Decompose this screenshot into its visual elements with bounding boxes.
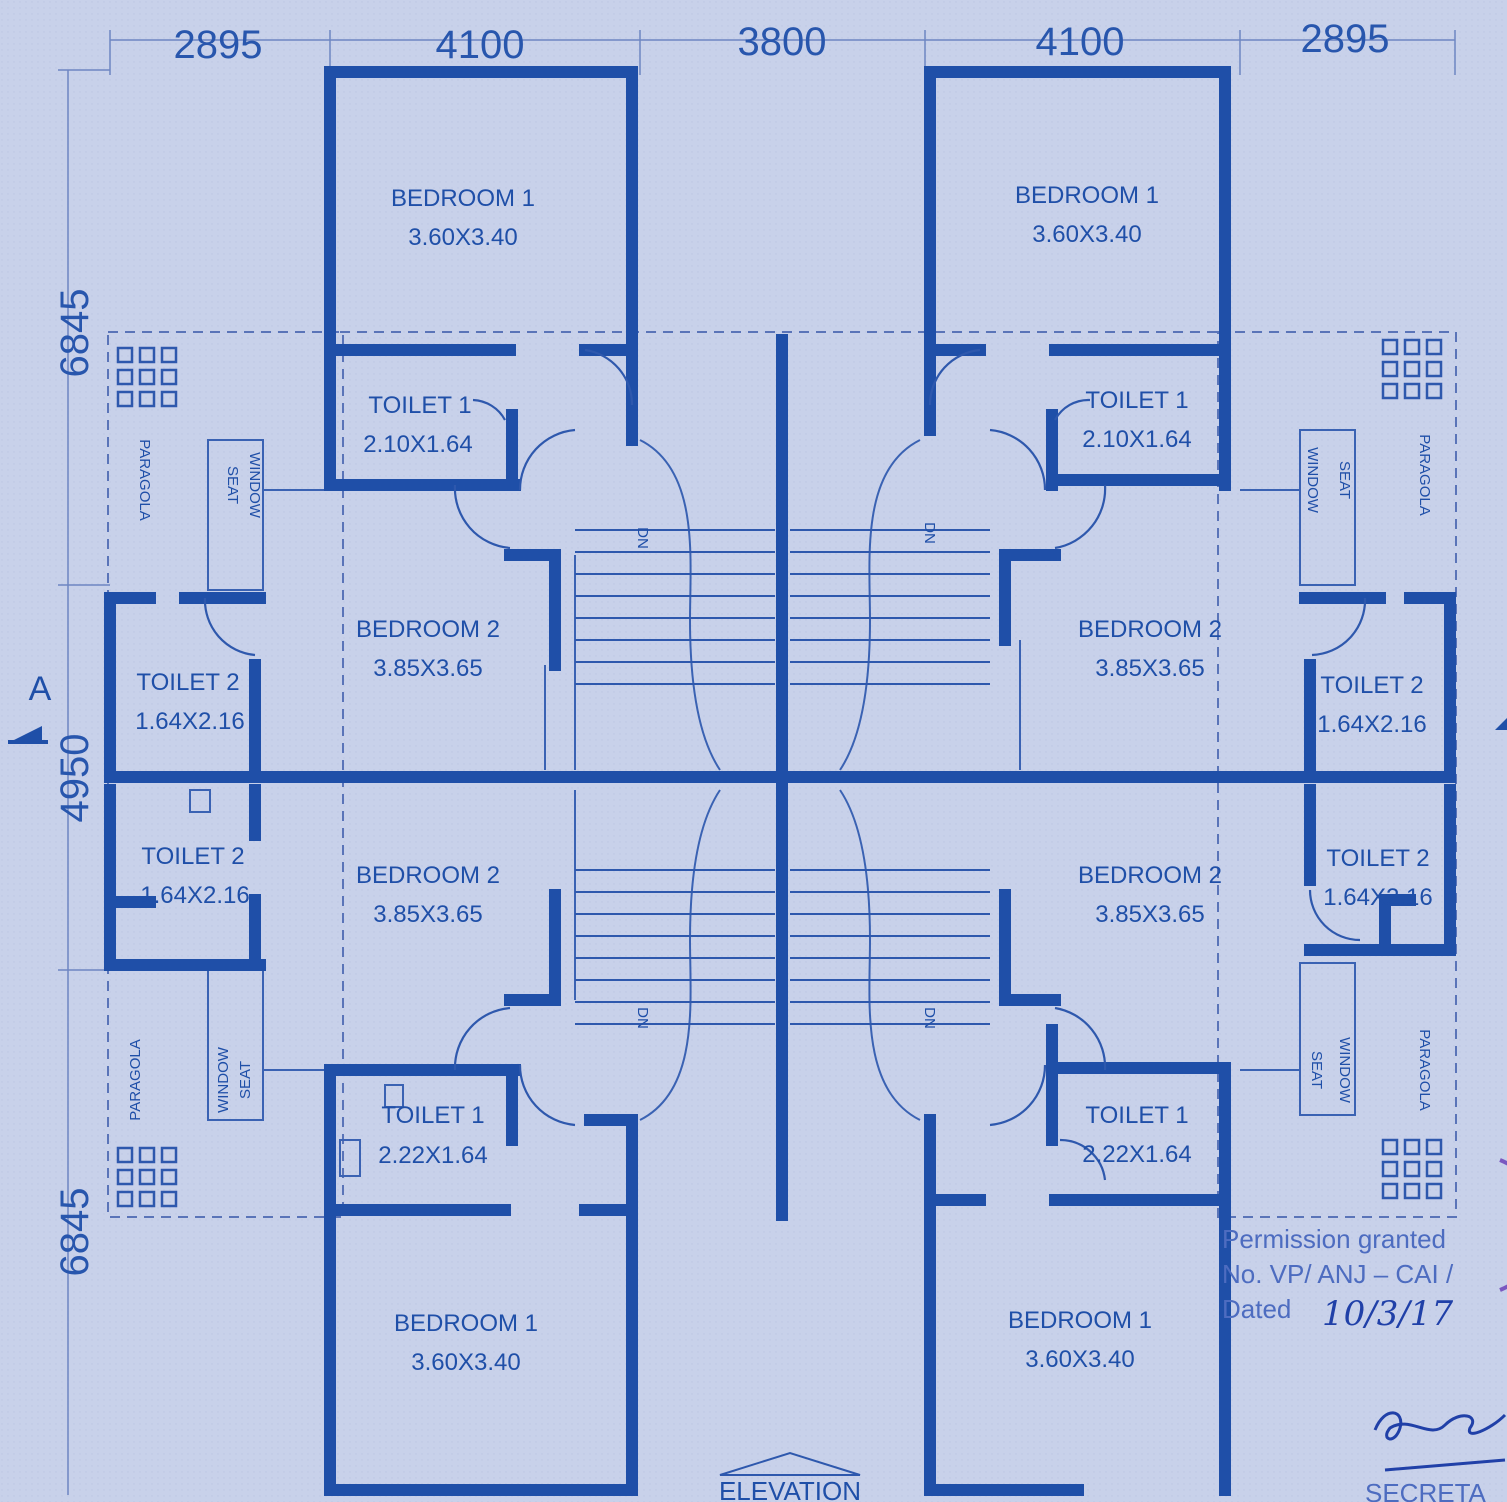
room-size-sw-bedroom2: 3.85X3.65	[373, 901, 482, 928]
room-name-sw-bedroom1: BEDROOM 1	[394, 1310, 538, 1337]
room-size-nw-toilet1: 2.10X1.64	[363, 431, 472, 458]
label-seat-nw: SEAT	[224, 466, 241, 504]
room-name-ne-bedroom1: BEDROOM 1	[1015, 182, 1159, 209]
room-size-nw-bedroom1: 3.60X3.40	[408, 224, 517, 251]
wc-fixture-icon	[339, 1139, 361, 1177]
label-window-sw: WINDOW	[215, 1046, 232, 1113]
room-name-w-toilet2-lower: TOILET 2	[141, 843, 244, 870]
staircase-north	[544, 439, 1021, 771]
label-seat-ne: SEAT	[1336, 461, 1353, 499]
room-size-w-toilet2-upper: 1.64X2.16	[135, 708, 244, 735]
paragola-grid-ne	[1381, 338, 1443, 400]
room-size-e-toilet2-upper: 1.64X2.16	[1317, 711, 1426, 738]
label-paragola-nw: PARAGOLA	[136, 439, 153, 520]
walls-se-unit	[924, 784, 1456, 1496]
paragola-grid-se	[1381, 1138, 1443, 1200]
dimension-left-2: 4950	[53, 734, 97, 823]
stamp-dated-label: Dated	[1222, 1294, 1291, 1324]
dimension-top-5: 2895	[1301, 17, 1390, 61]
room-size-ne-toilet1: 2.10X1.64	[1082, 426, 1191, 453]
label-window-se: WINDOW	[1336, 1037, 1353, 1104]
room-size-se-bedroom2: 3.85X3.65	[1095, 901, 1204, 928]
room-name-e-toilet2-upper: TOILET 2	[1320, 672, 1423, 699]
paragola-grid-nw	[116, 346, 178, 408]
wc-fixture-icon	[189, 789, 211, 813]
door-swings	[203, 348, 1367, 1181]
room-size-sw-bedroom1: 3.60X3.40	[411, 1349, 520, 1376]
stamp-handwritten-date: 10/3/17	[1322, 1294, 1453, 1334]
room-name-se-bedroom2: BEDROOM 2	[1078, 862, 1222, 889]
label-window-ne: WINDOW	[1304, 447, 1321, 514]
room-size-ne-bedroom1: 3.60X3.40	[1032, 221, 1141, 248]
label-dn-nw: DN	[634, 527, 651, 549]
room-size-se-bedroom1: 3.60X3.40	[1025, 1346, 1134, 1373]
dimension-left-3: 6845	[53, 1188, 97, 1277]
window-seat-nw	[207, 439, 264, 591]
section-arrow-east-icon	[1495, 718, 1507, 730]
dimension-top-4: 4100	[1036, 20, 1125, 64]
room-size-nw-bedroom2: 3.85X3.65	[373, 655, 482, 682]
room-name-se-toilet1: TOILET 1	[1085, 1102, 1188, 1129]
dimension-top-3: 3800	[738, 20, 827, 64]
window-seat-ne	[1299, 429, 1356, 586]
room-name-sw-toilet1: TOILET 1	[381, 1102, 484, 1129]
room-name-ne-bedroom2: BEDROOM 2	[1078, 616, 1222, 643]
room-name-ne-toilet1: TOILET 1	[1085, 387, 1188, 414]
window-seat-se	[1299, 962, 1356, 1116]
label-dn-se: DN	[921, 1007, 938, 1029]
stamp-number-line: No. VP/ ANJ – CAI /	[1222, 1259, 1454, 1289]
section-arrow-icon	[10, 726, 42, 742]
room-size-sw-toilet1: 2.22X1.64	[378, 1142, 487, 1169]
section-marker-label: A	[29, 670, 52, 708]
elevation-marker-icon	[719, 1451, 861, 1476]
label-seat-sw: SEAT	[237, 1061, 254, 1099]
signature-mark	[1373, 1411, 1507, 1441]
room-size-w-toilet2-lower: 1.64X2.16	[140, 882, 249, 909]
room-name-e-toilet2-lower: TOILET 2	[1326, 845, 1429, 872]
room-name-se-bedroom1: BEDROOM 1	[1008, 1307, 1152, 1334]
room-name-sw-bedroom2: BEDROOM 2	[356, 862, 500, 889]
signature-underline	[1384, 1458, 1506, 1472]
paragola-grid-sw	[116, 1146, 178, 1208]
stamp-secretary-label: SECRETA	[1365, 1478, 1487, 1502]
dimension-top-2: 4100	[436, 23, 525, 67]
label-paragola-se: PARAGOLA	[1416, 1029, 1433, 1110]
room-name-nw-toilet1: TOILET 1	[368, 392, 471, 419]
room-size-ne-bedroom2: 3.85X3.65	[1095, 655, 1204, 682]
stamp-permission-line: Permission granted	[1222, 1224, 1446, 1254]
walls-nw-unit	[104, 66, 638, 776]
label-dn-sw: DN	[634, 1007, 651, 1029]
walls-sw-unit	[104, 784, 638, 1496]
walls-ne-unit	[924, 66, 1456, 776]
room-name-nw-bedroom2: BEDROOM 2	[356, 616, 500, 643]
label-window-nw: WINDOW	[246, 452, 263, 519]
room-size-se-toilet1: 2.22X1.64	[1082, 1141, 1191, 1168]
staircase-south	[574, 789, 990, 1121]
dimension-lines	[58, 30, 1456, 1495]
label-seat-se: SEAT	[1308, 1051, 1325, 1089]
dimension-top-1: 2895	[174, 23, 263, 67]
room-size-e-toilet2-lower: 1.64X2.16	[1323, 884, 1432, 911]
room-name-w-toilet2-upper: TOILET 2	[136, 669, 239, 696]
label-dn-ne: DN	[921, 522, 938, 544]
dimension-left-1: 6845	[53, 289, 97, 378]
room-name-nw-bedroom1: BEDROOM 1	[391, 185, 535, 212]
label-elevation: ELEVATION	[719, 1476, 861, 1502]
label-paragola-sw: PARAGOLA	[127, 1039, 144, 1120]
label-paragola-ne: PARAGOLA	[1416, 434, 1433, 515]
washbasin-icon	[384, 1084, 404, 1108]
